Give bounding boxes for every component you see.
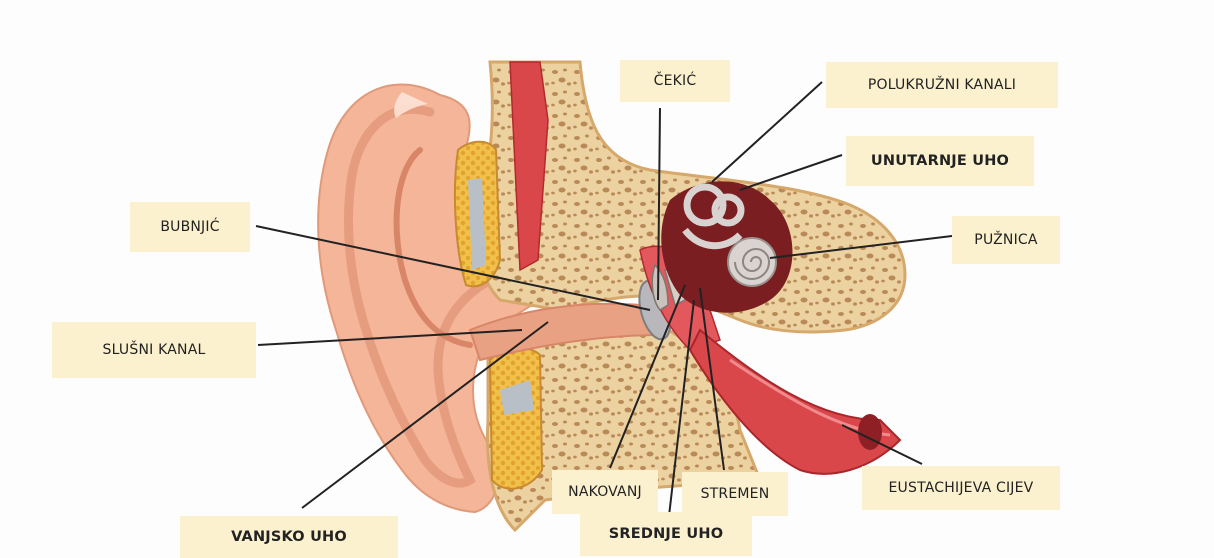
label-eustachijeva-cijev: EUSTACHIJEVA CIJEV xyxy=(862,466,1060,510)
label-vanjsko-uho: VANJSKO UHO xyxy=(180,516,398,558)
label-stremen: STREMEN xyxy=(682,472,788,516)
label-bubnjic: BUBNJIĆ xyxy=(130,202,250,252)
label-puznica: PUŽNICA xyxy=(952,216,1060,264)
label-cekic: ČEKIĆ xyxy=(620,60,730,102)
label-nakovanj: NAKOVANJ xyxy=(552,470,658,514)
label-slusni-kanal: SLUŠNI KANAL xyxy=(52,322,256,378)
label-unutarnje-uho: UNUTARNJE UHO xyxy=(846,136,1034,186)
leader-unutarnje xyxy=(740,155,842,190)
label-polukruzni-kanali: POLUKRUŽNI KANALI xyxy=(826,62,1058,108)
label-srednje-uho: SREDNJE UHO xyxy=(580,512,752,556)
